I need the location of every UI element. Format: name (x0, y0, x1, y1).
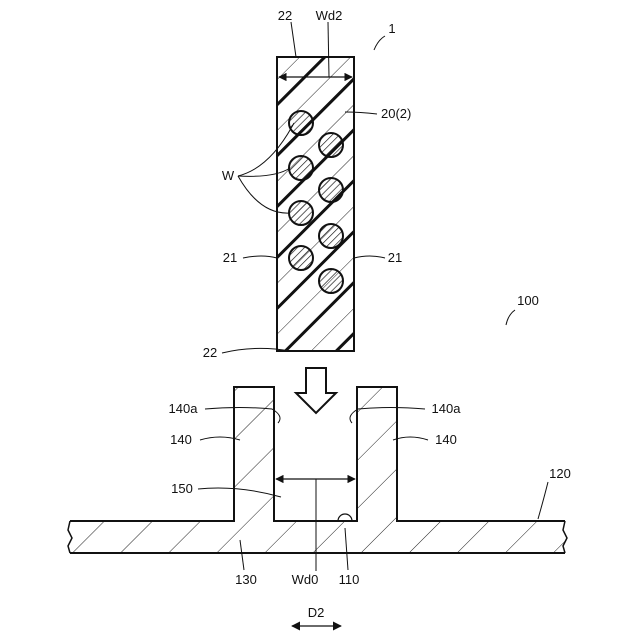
leader-22-top (291, 22, 296, 57)
label-130: 130 (235, 572, 257, 587)
label-140a-left: 140a (169, 401, 199, 416)
leader-140-right (393, 437, 428, 440)
wire (289, 156, 313, 180)
label-110: 110 (339, 572, 360, 587)
label-120: 120 (549, 466, 571, 481)
label-150: 150 (171, 481, 193, 496)
label-140a-right: 140a (432, 401, 462, 416)
base-structure (68, 387, 567, 571)
leader-21-right (354, 256, 385, 258)
wire (319, 178, 343, 202)
label-1: 1 (388, 21, 395, 36)
wire (289, 111, 313, 135)
wire (289, 246, 313, 270)
groove-bottom-mark (338, 514, 352, 521)
label-140-left: 140 (170, 432, 192, 447)
label-140-right: 140 (435, 432, 457, 447)
label-21-left: 21 (223, 250, 237, 265)
label-22-top: 22 (278, 8, 292, 23)
insertion-arrow (296, 368, 336, 413)
wire (319, 269, 343, 293)
label-d2: D2 (308, 605, 325, 620)
insulated-member (277, 57, 354, 351)
leader-100 (506, 310, 515, 325)
member-thick-hatching (277, 57, 354, 351)
label-22-bottom: 22 (203, 345, 217, 360)
label-wd0: Wd0 (292, 572, 319, 587)
wire (319, 224, 343, 248)
label-20: 20(2) (381, 106, 411, 121)
wire (319, 133, 343, 157)
label-100: 100 (517, 293, 539, 308)
label-w: W (222, 168, 235, 183)
label-21-right: 21 (388, 250, 402, 265)
wire (289, 201, 313, 225)
label-wd2: Wd2 (316, 8, 343, 23)
leader-21-left (243, 256, 277, 258)
leader-120 (538, 482, 548, 519)
leader-1 (374, 36, 385, 50)
